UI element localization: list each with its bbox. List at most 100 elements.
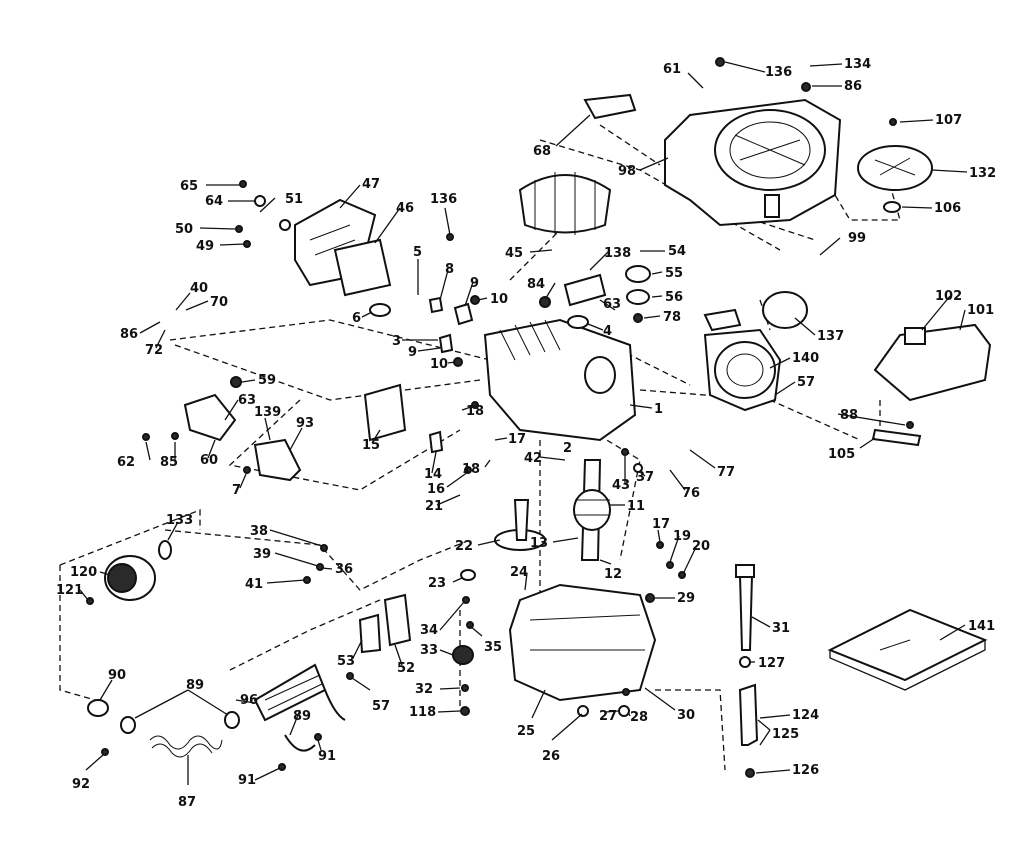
callout-17-b: 17 [652, 517, 670, 532]
callout-84: 84 [527, 277, 545, 292]
piston-rod-22 [494, 499, 546, 551]
callout-36: 36 [335, 562, 353, 577]
callout-70: 70 [210, 295, 228, 310]
oil-fill-tube-124 [738, 683, 759, 746]
callout-13: 13 [530, 536, 548, 551]
callout-52: 52 [397, 661, 415, 676]
callout-9-b: 9 [408, 345, 417, 360]
callout-133: 133 [166, 513, 193, 528]
callout-4: 4 [603, 324, 612, 339]
callout-91: 91 [318, 749, 336, 764]
callout-136: 136 [765, 65, 792, 80]
callout-16: 16 [427, 482, 445, 497]
callout-10: 10 [490, 292, 508, 307]
callout-99: 99 [848, 231, 866, 246]
callout-33: 33 [420, 643, 438, 658]
callout-57: 57 [797, 375, 815, 390]
starter-assembly [703, 308, 782, 412]
callout-1: 1 [654, 402, 663, 417]
callout-86-b: 86 [120, 327, 138, 342]
callout-85: 85 [160, 455, 178, 470]
callout-72: 72 [145, 343, 163, 358]
crankcase-base [508, 583, 657, 702]
callout-29: 29 [677, 591, 695, 606]
callout-91-b: 91 [238, 773, 256, 788]
callout-141: 141 [968, 619, 995, 634]
callout-25: 25 [517, 724, 535, 739]
air-intake-tube [253, 663, 327, 722]
callout-2: 2 [563, 441, 572, 456]
callout-120: 120 [70, 565, 97, 580]
callout-64: 64 [205, 194, 223, 209]
spring-87 [149, 735, 223, 758]
gasket-46 [333, 238, 392, 297]
callout-78: 78 [663, 310, 681, 325]
callout-labels: 61 136 134 86 107 132 106 68 98 99 65 64… [56, 57, 996, 810]
callout-137: 137 [817, 329, 844, 344]
callout-45: 45 [505, 246, 523, 261]
callout-140: 140 [792, 351, 819, 366]
callout-132: 132 [969, 166, 996, 181]
leader-lines [79, 61, 968, 785]
callout-12: 12 [604, 567, 622, 582]
callout-18: 18 [466, 404, 484, 419]
callout-35: 35 [484, 640, 502, 655]
callout-37: 37 [636, 470, 654, 485]
callout-11: 11 [627, 499, 645, 514]
callout-28: 28 [630, 710, 648, 725]
callout-20: 20 [692, 539, 710, 554]
callout-34: 34 [420, 623, 438, 638]
callout-54: 54 [668, 244, 686, 259]
callout-32: 32 [415, 682, 433, 697]
callout-124: 124 [792, 708, 819, 723]
callout-6: 6 [352, 311, 361, 326]
callout-76: 76 [682, 486, 700, 501]
callout-24: 24 [510, 565, 528, 580]
callout-17: 17 [508, 432, 526, 447]
callout-5: 5 [413, 245, 422, 260]
callout-3: 3 [392, 334, 401, 349]
callout-46: 46 [396, 201, 414, 216]
callout-55: 55 [665, 266, 683, 281]
callout-23: 23 [428, 576, 446, 591]
callout-60: 60 [200, 453, 218, 468]
callout-121: 121 [56, 583, 83, 598]
gasket-15 [363, 383, 407, 442]
callout-89-b: 89 [293, 709, 311, 724]
callout-102: 102 [935, 289, 962, 304]
muffler-120 [104, 555, 156, 601]
callout-57-b: 57 [372, 699, 390, 714]
callout-136-b: 136 [430, 192, 457, 207]
callout-19: 19 [673, 529, 691, 544]
callout-9: 9 [470, 276, 479, 291]
callout-134: 134 [844, 57, 871, 72]
fuel-line-105 [871, 428, 922, 447]
callout-105: 105 [828, 447, 855, 462]
callout-39: 39 [253, 547, 271, 562]
callout-68: 68 [533, 144, 551, 159]
callout-106: 106 [934, 201, 961, 216]
fuel-tank-101 [873, 323, 992, 402]
callout-118: 118 [409, 705, 436, 720]
callout-30: 30 [677, 708, 695, 723]
callout-90: 90 [108, 668, 126, 683]
callout-139: 139 [254, 405, 281, 420]
callout-127: 127 [758, 656, 785, 671]
callout-53: 53 [337, 654, 355, 669]
callout-14: 14 [424, 467, 442, 482]
owners-manual-141 [827, 608, 988, 691]
callout-138: 138 [604, 246, 631, 261]
callout-89: 89 [186, 678, 204, 693]
callout-31: 31 [772, 621, 790, 636]
callout-125: 125 [772, 727, 799, 742]
callout-107: 107 [935, 113, 962, 128]
callout-51: 51 [285, 192, 303, 207]
dipstick-tube-31 [735, 564, 755, 651]
callout-87: 87 [178, 795, 196, 810]
callout-65: 65 [180, 179, 198, 194]
callout-7: 7 [232, 483, 241, 498]
callout-43: 43 [612, 478, 630, 493]
callout-41: 41 [245, 577, 263, 592]
